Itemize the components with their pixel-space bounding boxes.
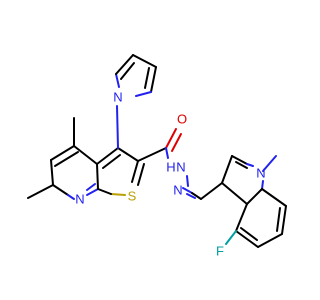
pyridine-nitrogen-label: N [75, 192, 84, 207]
amide-nitrogen-label: N [176, 160, 185, 175]
fluorine-label: F [216, 244, 224, 259]
pyridine-ring [50, 145, 99, 200]
indole-benzene-ring [225, 188, 287, 248]
indole-pyrrole-ring [221, 155, 277, 205]
molecule-structure: N N S O N H N N F [27, 54, 287, 259]
carbohydrazide-linker [137, 128, 223, 200]
pyrrole-ring [115, 54, 157, 149]
thiophene-sulfur-label: S [128, 189, 137, 204]
carbonyl-oxygen-label: O [177, 112, 187, 127]
amide-hydrogen-label: H [166, 160, 175, 175]
methyl-bond-6 [27, 184, 54, 199]
hydrazone-nitrogen-label: N [173, 183, 182, 198]
pyrrole-nitrogen-label: N [113, 90, 122, 105]
thiophene-ring [96, 147, 145, 196]
indole-nitrogen-label: N [256, 166, 265, 181]
